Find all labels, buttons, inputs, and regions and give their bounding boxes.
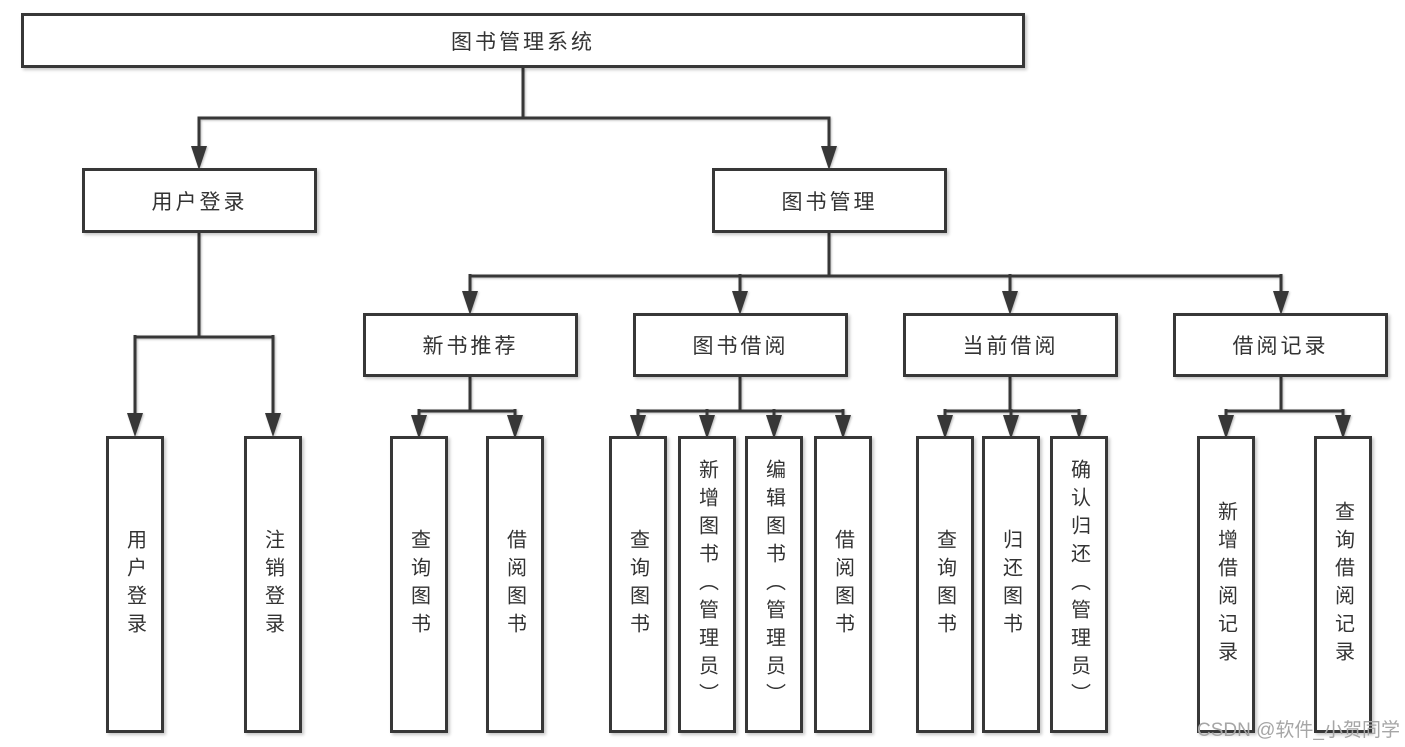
leaf-query-books-recommend-label: 查询图书	[407, 528, 430, 641]
leaf-return-book-label: 归还图书	[999, 528, 1022, 641]
node-root-label: 图书管理系统	[451, 30, 595, 54]
leaf-edit-book-admin: 编辑图书（管理员）	[745, 436, 803, 733]
node-book-management: 图书管理	[712, 168, 947, 233]
watermark: CSDN @软件_小贺同学	[1197, 720, 1400, 741]
leaf-query-books-borrowing: 查询图书	[609, 436, 667, 733]
leaf-query-borrow-record: 查询借阅记录	[1314, 436, 1372, 733]
leaf-borrow-books-borrowing: 借阅图书	[814, 436, 872, 733]
leaf-query-books-current-label: 查询图书	[933, 528, 956, 641]
leaf-user-login-label: 用户登录	[123, 528, 146, 641]
leaf-edit-book-admin-label: 编辑图书（管理员）	[762, 458, 785, 711]
node-new-book-recommendation-label: 新书推荐	[422, 335, 519, 358]
node-book-borrowing: 图书借阅	[633, 313, 848, 377]
node-new-book-recommendation: 新书推荐	[363, 313, 578, 377]
leaf-logout-label: 注销登录	[261, 528, 284, 641]
node-root: 图书管理系统	[21, 13, 1025, 68]
node-user-login-label: 用户登录	[151, 190, 248, 214]
leaf-query-books-current: 查询图书	[916, 436, 974, 733]
leaf-query-borrow-record-label: 查询借阅记录	[1331, 500, 1354, 669]
leaf-borrow-books-borrowing-label: 借阅图书	[831, 528, 854, 641]
leaf-borrow-books-recommend: 借阅图书	[486, 436, 544, 733]
leaf-confirm-return-admin-label: 确认归还（管理员）	[1067, 458, 1090, 711]
leaf-borrow-books-recommend-label: 借阅图书	[503, 528, 526, 641]
leaf-add-borrow-record: 新增借阅记录	[1197, 436, 1255, 733]
node-user-login: 用户登录	[82, 168, 317, 233]
leaf-query-books-recommend: 查询图书	[390, 436, 448, 733]
leaf-query-books-borrowing-label: 查询图书	[626, 528, 649, 641]
leaf-add-book-admin-label: 新增图书（管理员）	[695, 458, 718, 711]
node-borrowing-records-label: 借阅记录	[1232, 335, 1329, 358]
node-book-management-label: 图书管理	[781, 190, 878, 214]
node-borrowing-records: 借阅记录	[1173, 313, 1388, 377]
leaf-user-login: 用户登录	[106, 436, 164, 733]
leaf-return-book: 归还图书	[982, 436, 1040, 733]
node-book-borrowing-label: 图书借阅	[692, 335, 789, 358]
leaf-confirm-return-admin: 确认归还（管理员）	[1050, 436, 1108, 733]
leaf-add-book-admin: 新增图书（管理员）	[678, 436, 736, 733]
leaf-logout: 注销登录	[244, 436, 302, 733]
leaf-add-borrow-record-label: 新增借阅记录	[1214, 500, 1237, 669]
node-current-borrowing: 当前借阅	[903, 313, 1118, 377]
node-current-borrowing-label: 当前借阅	[962, 335, 1059, 358]
